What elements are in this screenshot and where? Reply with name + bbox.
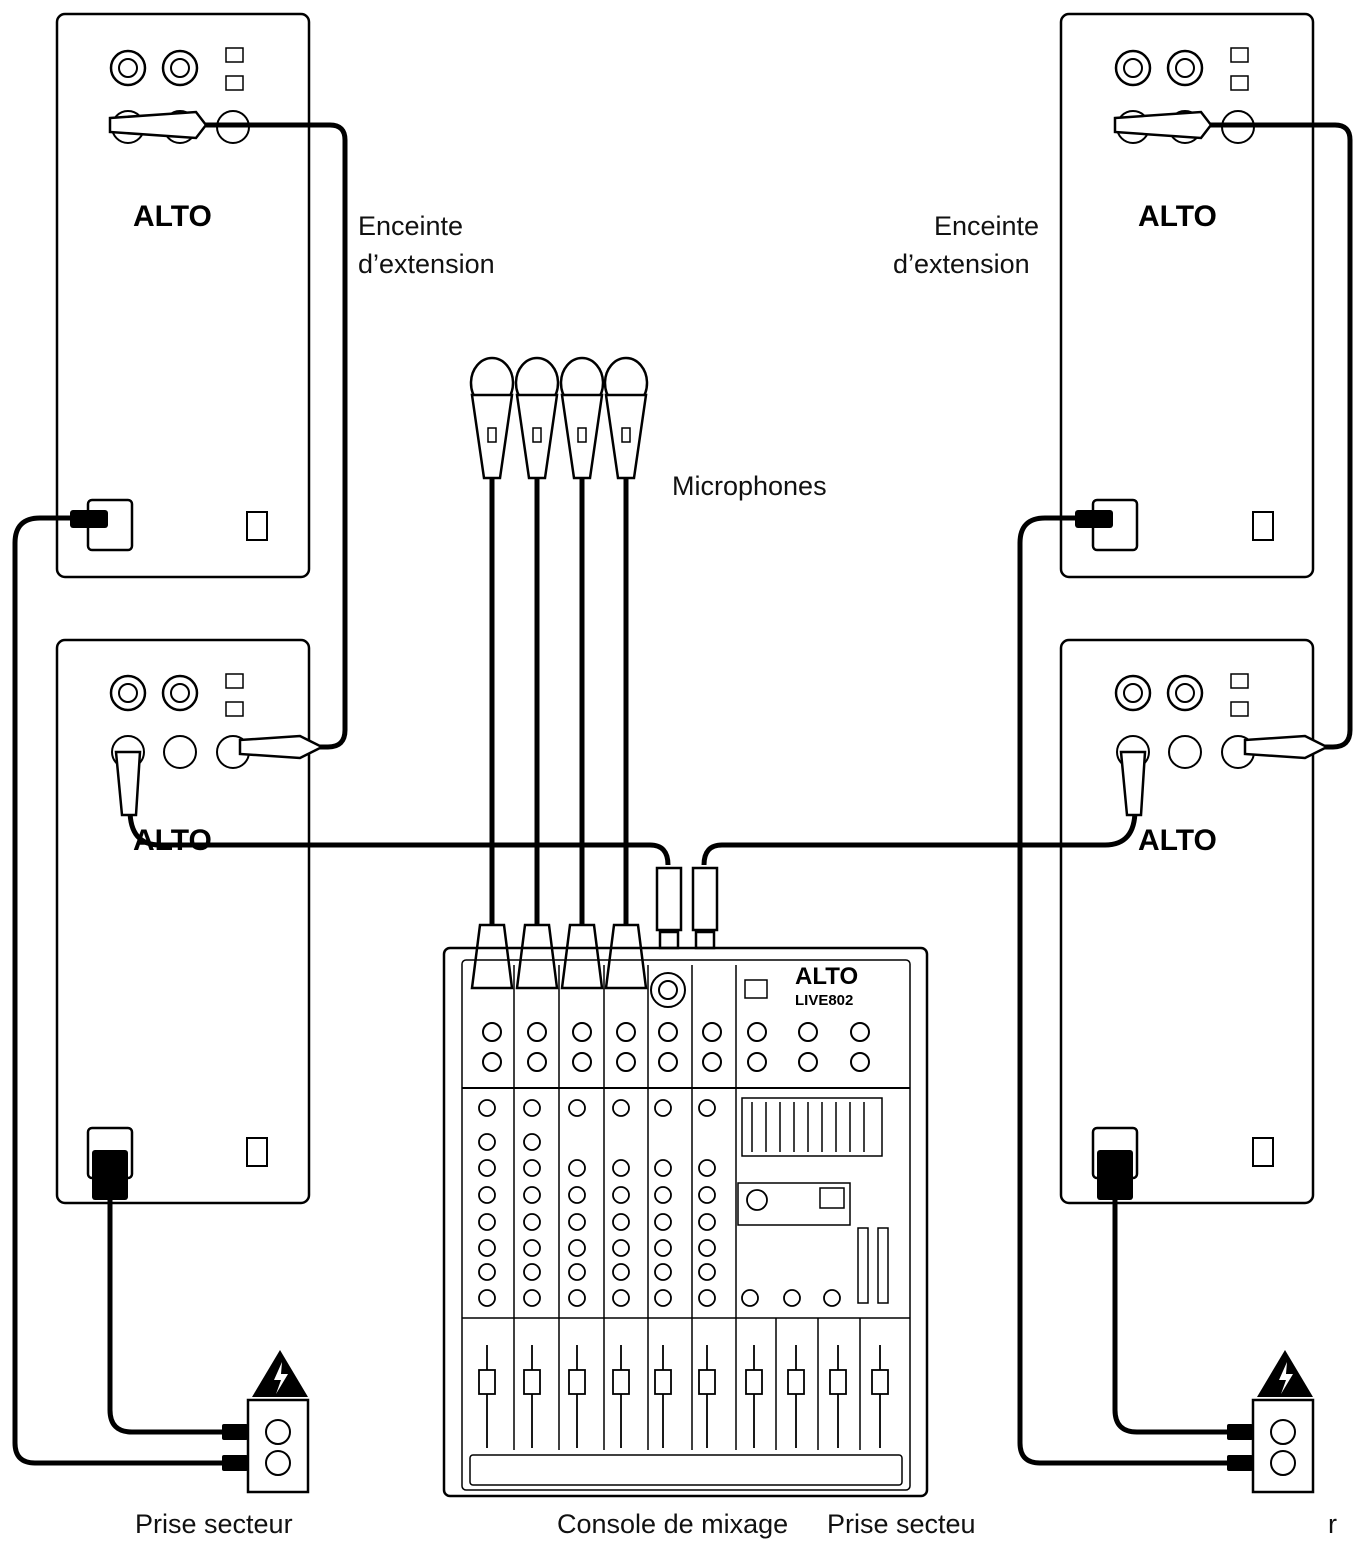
cables xyxy=(12,122,1353,1466)
extension-label-left-line2: d’extension xyxy=(358,249,495,279)
speaker-bottom-right xyxy=(1059,638,1315,1205)
logos: ALTO ALTO ALTO ALTO ALTO LIVE802 xyxy=(133,200,1217,1009)
microphone-4 xyxy=(603,356,649,480)
extension-label-left-line1: Enceinte xyxy=(358,211,464,241)
power-cable-top-right xyxy=(1017,515,1250,1466)
extension-label-right-line1: Enceinte xyxy=(934,211,1040,241)
link-cable-left xyxy=(200,122,348,750)
wall-outlet-left xyxy=(246,1350,310,1494)
speaker-top-left xyxy=(55,12,311,579)
mixer-logo: ALTO xyxy=(795,963,858,990)
microphone-3 xyxy=(559,356,605,480)
wall-outlet-right xyxy=(1251,1350,1315,1494)
plugs xyxy=(108,110,1330,990)
speaker-logo: ALTO xyxy=(1138,200,1217,233)
microphone-2 xyxy=(514,356,560,480)
microphones-group xyxy=(469,356,649,480)
outlet-label-right: Prise secteu xyxy=(827,1509,976,1539)
mixer-label: Console de mixage xyxy=(557,1509,789,1539)
microphone-1 xyxy=(469,356,515,480)
speaker-logo: ALTO xyxy=(133,200,212,233)
microphones-label: Microphones xyxy=(672,471,827,501)
extension-label-right-line2: d’extension xyxy=(893,249,1030,279)
mixer-console xyxy=(442,946,929,1498)
power-cable-top-left xyxy=(12,515,245,1466)
outlet-label-left: Prise secteur xyxy=(135,1509,293,1539)
speaker-logo: ALTO xyxy=(1138,824,1217,857)
speaker-top-right xyxy=(1059,12,1315,579)
mixer-model: LIVE802 xyxy=(795,992,853,1009)
speaker-logo: ALTO xyxy=(133,824,212,857)
outlet-label-right-tail: r xyxy=(1328,1509,1337,1539)
link-cable-right xyxy=(1205,122,1353,750)
power-cable-bottom-left xyxy=(107,1180,245,1435)
main-out-cable-right xyxy=(701,809,1138,866)
power-plugs xyxy=(70,510,1133,1200)
main-out-cable-left xyxy=(127,809,671,866)
speaker-bottom-left xyxy=(55,638,311,1205)
power-cable-bottom-right xyxy=(1112,1180,1250,1435)
